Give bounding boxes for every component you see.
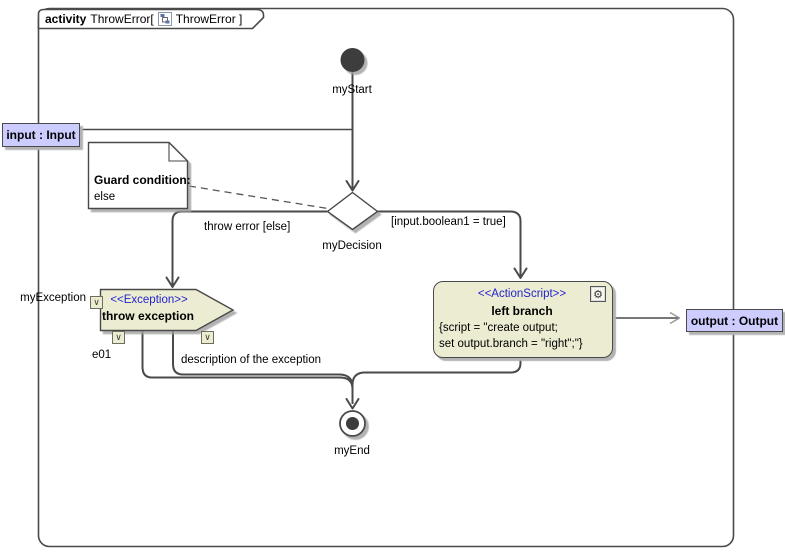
exception-description-pin-icon[interactable]: ∨ [201, 331, 214, 344]
note-body: else [94, 191, 116, 203]
error-code-label: e01 [92, 349, 112, 361]
note-anchor-line [188, 185, 338, 211]
flow-start-to-decision[interactable] [345, 71, 360, 192]
frame-header-tab [37, 8, 265, 30]
exception-name-label: throw exception [101, 309, 194, 323]
action-stereotype-label: <<ActionScript>> [477, 288, 567, 300]
flow-action-to-output[interactable] [612, 311, 681, 325]
flow-action-to-end[interactable] [345, 357, 522, 410]
activity-diagram-icon [157, 12, 172, 26]
start-node-label: myStart [332, 84, 372, 96]
input-parameter-node[interactable]: input : Input [2, 123, 80, 147]
end-node-label: myEnd [334, 445, 370, 457]
decision-node[interactable] [326, 191, 379, 231]
note-title: Guard condition: [94, 173, 191, 187]
start-node[interactable] [340, 48, 365, 72]
flow-decision-to-action[interactable] [376, 210, 528, 279]
output-parameter-node[interactable]: output : Output [686, 309, 783, 332]
frame-name: ThrowError[ [90, 12, 154, 26]
exception-input-pin-icon[interactable]: ∨ [90, 296, 103, 309]
exception-code-pin-icon[interactable]: ∨ [112, 331, 125, 344]
frame-keyword: activity [45, 12, 87, 26]
exception-node[interactable] [99, 288, 235, 332]
action-name-label: left branch [491, 304, 553, 318]
script-line-1: {script = "create output; [439, 322, 558, 334]
decision-node-label: myDecision [322, 240, 382, 252]
guard-label-else: throw error [else] [204, 221, 291, 233]
guard-label-true: [input.boolean1 = true] [391, 216, 506, 228]
exception-stereotype-label: <<Exception>> [110, 294, 188, 306]
guard-note[interactable] [87, 141, 189, 210]
script-line-2: set output.branch = "right";"} [439, 338, 583, 350]
flow-decision-to-exception[interactable] [165, 210, 328, 288]
gear-icon[interactable]: ⚙ [590, 286, 606, 302]
frame-diagram-ref: ThrowError ] [175, 12, 243, 26]
action-node[interactable]: <<ActionScript>> left branch {script = "… [433, 281, 613, 358]
exception-description-label: description of the exception [181, 354, 322, 366]
end-node[interactable] [339, 410, 366, 437]
activity-frame [37, 7, 735, 548]
exception-pin-label: myException [20, 292, 86, 304]
